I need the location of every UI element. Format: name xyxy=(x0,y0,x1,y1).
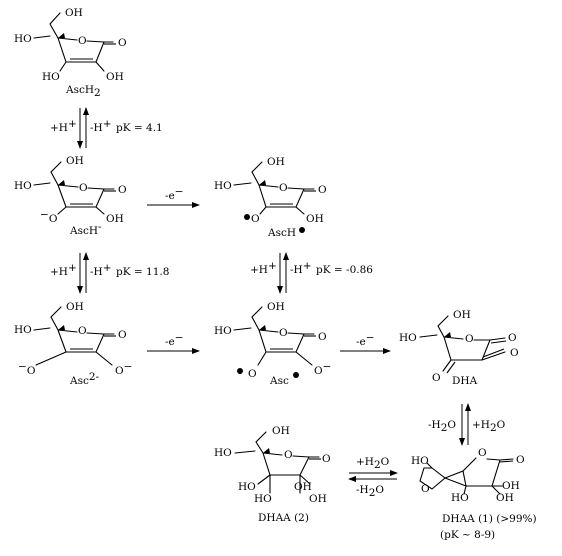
asc2-oh-top: OH xyxy=(66,301,84,313)
asc-rad-o-minus-r: O− xyxy=(314,361,331,377)
eq3-pk: pK = -0.86 xyxy=(316,264,373,276)
asc-rad-dot-left xyxy=(237,368,243,374)
asch-rad-o-rad: O xyxy=(251,213,260,225)
molecule-asc2-minus: OH HO O O −O O− Asc2- xyxy=(14,301,132,387)
asc-rad-o-carbonyl: O xyxy=(318,331,327,343)
asch2-name: AscH2 xyxy=(65,84,101,99)
asc2-o-carbonyl: O xyxy=(118,329,127,341)
molecule-asc-radical: OH HO O O O O− Asc xyxy=(214,301,331,387)
dhaa1-ho-b: HO xyxy=(451,492,469,504)
ox2-label: -e− xyxy=(165,332,184,348)
eq2-right: -H+ xyxy=(90,262,112,278)
asch-rad-name: AscH xyxy=(267,227,296,239)
oxidation-3: -e− xyxy=(340,332,391,354)
asc-rad-name: Asc xyxy=(269,375,289,387)
equilibrium-1: +H+ -H+ pK = 4.1 xyxy=(50,107,163,149)
dhaa1-oh-r: OH xyxy=(502,480,520,492)
oxidation-1: -e− xyxy=(147,186,200,208)
molecule-dhaa2: OH HO O O HO OH HO OH DHAA (2) xyxy=(214,425,331,524)
dhaa2-oh-top: OH xyxy=(272,425,290,437)
asch-rad-o-ring: O xyxy=(279,182,288,194)
dha-oh-top: OH xyxy=(453,309,471,321)
asc-rad-o-ring: O xyxy=(279,327,288,339)
asch-minus-oh-br: OH xyxy=(106,213,124,225)
molecule-asch2: OH HO O O HO OH AscH2 xyxy=(14,7,127,99)
asch2-o-ring: O xyxy=(78,35,87,47)
equilibrium-4: -H2O +H2O xyxy=(428,403,506,446)
dha-o-bl: O xyxy=(432,372,441,384)
dhaa1-name: DHAA (1) (>99%) xyxy=(442,513,537,525)
molecule-dhaa1: HO O O O HO OH OH DHAA (1) (>99%) (pK ~ … xyxy=(411,447,537,541)
asc2-name: Asc2- xyxy=(69,371,100,387)
dhaa2-ho-b: HO xyxy=(254,493,272,505)
asc2-o-minus-r: O− xyxy=(115,361,132,377)
asch-minus-o-ring: O xyxy=(79,182,88,194)
eq1-pk: pK = 4.1 xyxy=(116,122,163,134)
eq5-top: +H2O xyxy=(356,456,390,471)
eq4-right: +H2O xyxy=(472,419,506,434)
dhaa2-ho-left: HO xyxy=(214,447,232,459)
asc2-ho-left: HO xyxy=(14,324,32,336)
dhaa1-pk: (pK ~ 8-9) xyxy=(440,529,495,541)
dha-o-right: O xyxy=(510,347,519,359)
dhaa2-o-ring: O xyxy=(284,449,293,461)
asch-rad-oh-br: OH xyxy=(306,213,324,225)
dhaa2-name: DHAA (2) xyxy=(258,512,309,524)
molecule-asch-minus: OH HO O O −O OH AscH- xyxy=(14,155,127,237)
asch-minus-name: AscH- xyxy=(69,221,102,237)
asch-rad-o-carbonyl: O xyxy=(318,184,327,196)
oxidation-2: -e− xyxy=(147,332,200,354)
dhaa2-ho-a: HO xyxy=(238,481,256,493)
dhaa1-ho-top: HO xyxy=(411,455,429,467)
eq2-pk: pK = 11.8 xyxy=(116,266,169,278)
asch-minus-ho-left: HO xyxy=(14,180,32,192)
dha-name: DHA xyxy=(452,375,478,387)
dhaa1-o-carbonyl: O xyxy=(516,454,525,466)
eq2-left: +H+ xyxy=(50,262,77,278)
eq1-left: +H+ xyxy=(50,118,77,134)
eq1-right: -H+ xyxy=(90,118,112,134)
equilibrium-5: +H2O -H2O xyxy=(348,456,398,499)
dhaa2-o-carbonyl: O xyxy=(322,453,331,465)
dhaa1-o-bottom: O xyxy=(421,483,430,495)
ox3-label: -e− xyxy=(356,332,375,348)
asc-rad-o-rad: O xyxy=(248,368,257,380)
dha-o-ring: O xyxy=(465,333,474,345)
asch2-ho-bl: HO xyxy=(42,71,60,83)
molecule-dha: OH HO O O O O DHA xyxy=(399,309,519,387)
asc2-o-minus-l: −O xyxy=(18,361,36,377)
equilibrium-2: +H+ -H+ pK = 11.8 xyxy=(50,252,169,294)
asch-minus-o-carbonyl: O xyxy=(118,184,127,196)
asch-rad-dot-right xyxy=(299,227,305,233)
asch-rad-ho-left: HO xyxy=(214,180,232,192)
asch-rad-oh-top: OH xyxy=(267,156,285,168)
dha-o-carbonyl: O xyxy=(508,332,517,344)
equilibrium-3: +H+ -H+ pK = -0.86 xyxy=(250,252,373,294)
asch-minus-oh-top: OH xyxy=(66,155,84,167)
asch2-oh-top: OH xyxy=(65,7,83,19)
dhaa1-o-top: O xyxy=(478,447,487,459)
asc2-o-ring: O xyxy=(78,325,87,337)
asc-rad-ho-left: HO xyxy=(214,325,232,337)
asch2-ho-left: HO xyxy=(14,33,32,45)
asch2-o-carbonyl: O xyxy=(118,37,127,49)
dhaa2-oh-a: OH xyxy=(294,481,312,493)
eq4-left: -H2O xyxy=(428,419,456,434)
asch2-oh-br: OH xyxy=(106,71,124,83)
eq3-right: -H+ xyxy=(290,260,312,276)
eq5-bottom: -H2O xyxy=(356,484,384,499)
molecule-asch-radical: OH HO O O O OH AscH xyxy=(214,156,327,239)
dhaa1-oh-b: OH xyxy=(496,492,514,504)
asch-rad-dot-left xyxy=(244,214,250,220)
asch-minus-o-minus: −O xyxy=(40,209,58,225)
dhaa2-oh-b: OH xyxy=(309,493,327,505)
asc-rad-dot-right xyxy=(293,372,299,378)
asc-rad-oh-top: OH xyxy=(267,301,285,313)
eq3-left: +H+ xyxy=(250,260,277,276)
ox1-label: -e− xyxy=(165,186,184,202)
dha-ho-left: HO xyxy=(399,332,417,344)
